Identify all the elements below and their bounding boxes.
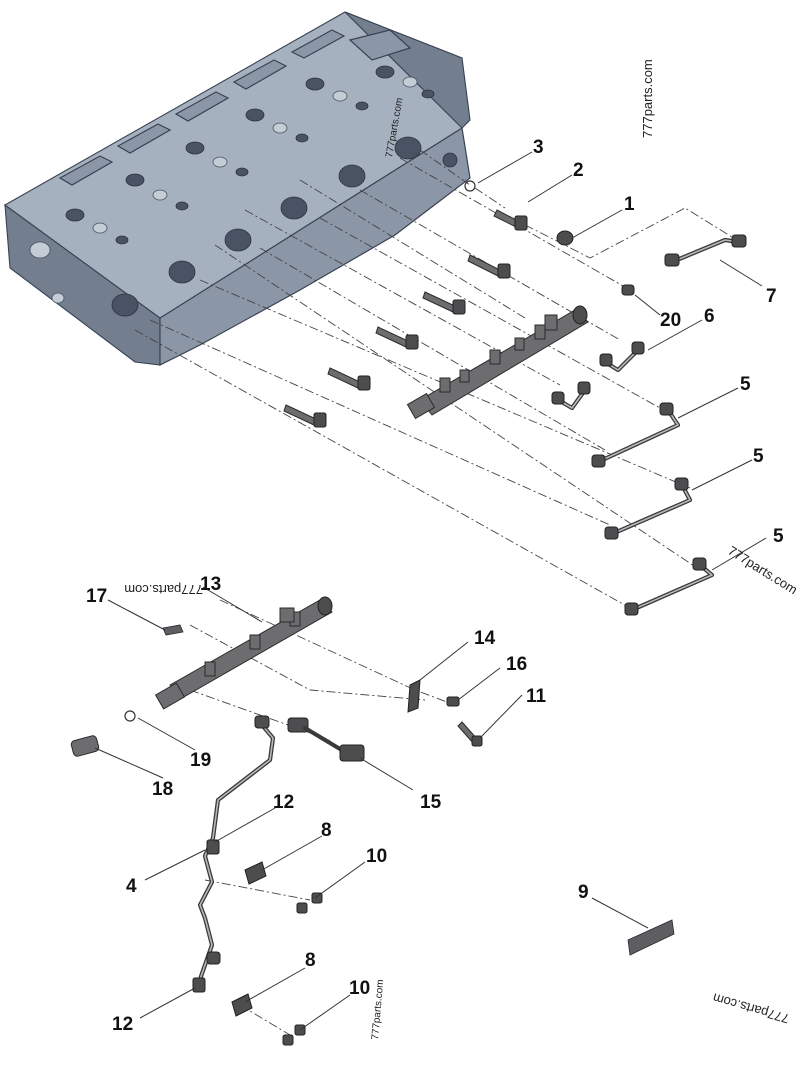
watermark-top-right: 777parts.com	[640, 59, 655, 138]
watermark-bottom-right: 777parts.com	[711, 990, 791, 1026]
callout-9: 9	[578, 882, 589, 903]
callout-15: 15	[420, 792, 442, 813]
cylinder-head	[3, 11, 471, 366]
callout-12b: 12	[112, 1014, 133, 1035]
callout-2: 2	[573, 160, 584, 181]
callout-5a: 5	[740, 374, 751, 395]
callout-10b: 10	[349, 978, 370, 999]
callout-18: 18	[152, 779, 173, 800]
callout-10a: 10	[366, 846, 387, 867]
watermark-upside-down-mid: 777parts.com	[124, 582, 203, 597]
injector-pipes	[551, 234, 747, 616]
callout-14: 14	[474, 628, 496, 649]
callout-5c: 5	[773, 526, 784, 547]
callout-1: 1	[624, 194, 635, 215]
leader-lines	[94, 151, 767, 1031]
callout-12a: 12	[273, 792, 294, 813]
callout-4: 4	[126, 876, 137, 897]
lower-parts	[70, 624, 675, 1046]
upper-fuel-rail	[406, 305, 589, 420]
callout-19: 19	[190, 750, 211, 771]
callout-13: 13	[200, 574, 221, 595]
callout-17: 17	[86, 586, 107, 607]
head-side-ports	[29, 136, 458, 317]
lower-fuel-rail	[154, 596, 333, 710]
watermark-right-diagonal: 777parts.com	[725, 543, 800, 597]
callout-20: 20	[660, 310, 681, 331]
callout-5b: 5	[753, 446, 764, 467]
upper-bolts	[283, 180, 574, 428]
callout-6: 6	[704, 306, 715, 327]
callout-3: 3	[533, 137, 544, 158]
watermark-lower-vertical: 777parts.com	[370, 979, 386, 1040]
callout-numbers: 1 2 3 4 5 5 5 6 7 8 8 9 10 10 11 12 12 1…	[86, 137, 784, 1035]
callout-11: 11	[526, 686, 547, 707]
callout-7: 7	[766, 286, 777, 307]
callout-8b: 8	[305, 950, 316, 971]
callout-8a: 8	[321, 820, 332, 841]
head-top-bosses	[58, 29, 412, 186]
callout-16: 16	[506, 654, 527, 675]
head-top-holes	[65, 65, 435, 245]
